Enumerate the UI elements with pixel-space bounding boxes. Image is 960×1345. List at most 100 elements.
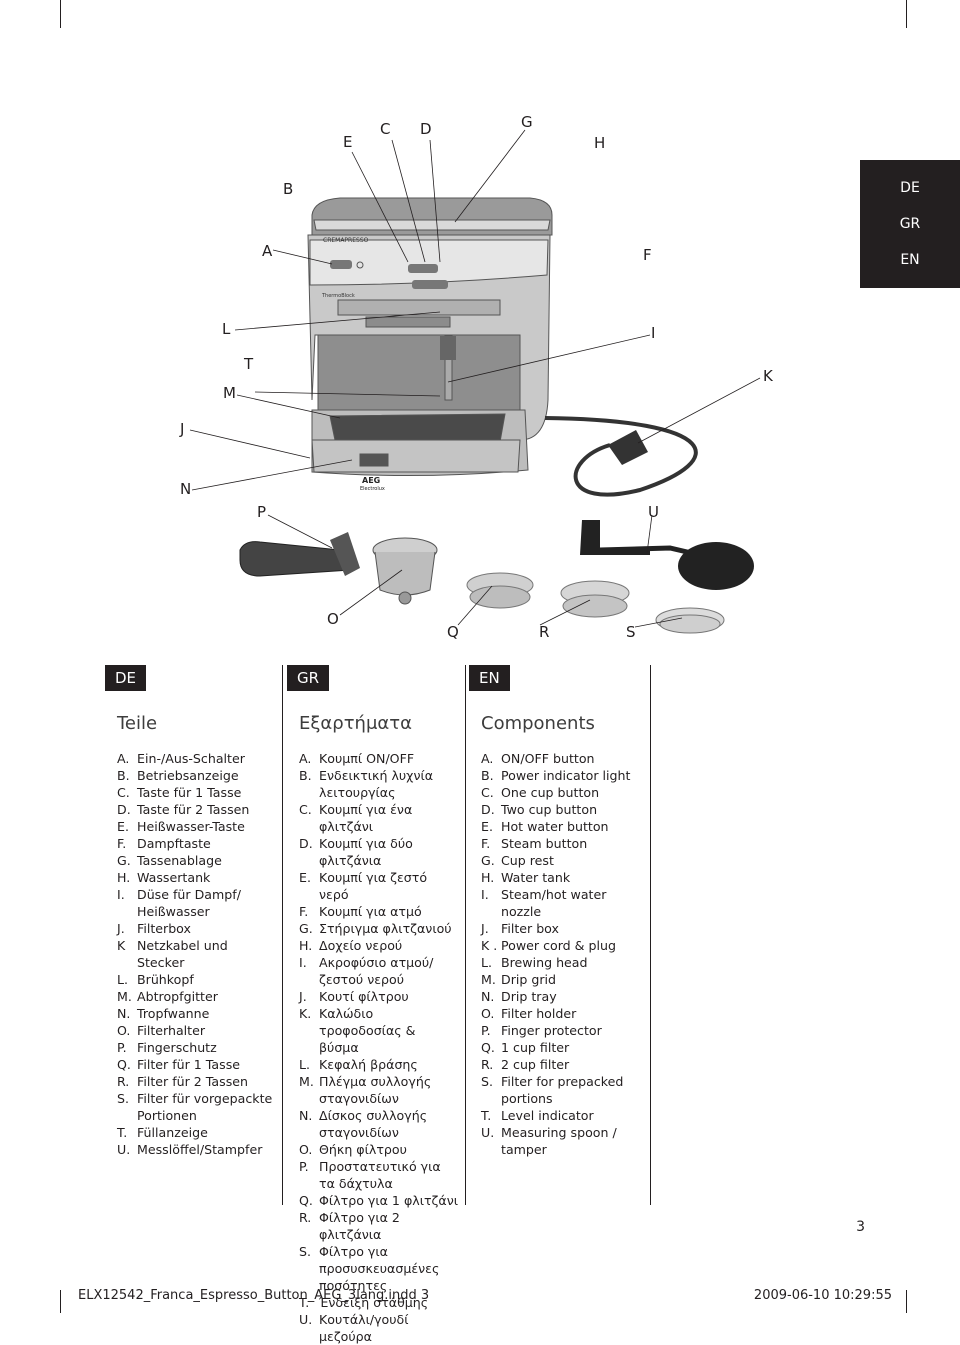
list-item: M.Πλέγμα συλλογής σταγονιδίων: [299, 1073, 459, 1107]
list-item: O.Θήκη φίλτρου: [299, 1141, 459, 1158]
list-item: N.Δίσκος συλλογής σταγονιδίων: [299, 1107, 459, 1141]
column-de: DE Teile A.Ein-/Aus-Schalter B.Betriebsa…: [105, 665, 275, 1158]
machine-logo-sub: Electrolux: [360, 486, 385, 492]
list-item: L.Κεφαλή βράσης: [299, 1056, 459, 1073]
list-item: R.2 cup filter: [481, 1056, 649, 1073]
machine-illustration: [0, 100, 960, 660]
column-en: EN Components A.ON/OFF button B.Power in…: [469, 665, 649, 1158]
callout-p: P: [257, 503, 266, 521]
column-gr: GR Εξαρτήματα A.Κουμπί ON/OFF B.Ενδεικτι…: [287, 665, 459, 1345]
list-item: E.Heißwasser-Taste: [117, 818, 275, 835]
filters: [467, 573, 724, 633]
column-header-gr: GR: [287, 665, 329, 691]
list-item: Q.1 cup filter: [481, 1039, 649, 1056]
list-item: T.Füllanzeige: [117, 1124, 275, 1141]
list-item: G.Cup rest: [481, 852, 649, 869]
column-title-gr: Εξαρτήματα: [299, 713, 459, 734]
crop-mark-bottom-right: [906, 1290, 907, 1313]
list-item: B.Ενδεικτική λυχνία λειτουργίας: [299, 767, 459, 801]
list-item: I.Düse für Dampf/ Heißwasser: [117, 886, 275, 920]
list-item: G.Tassenablage: [117, 852, 275, 869]
list-item: F.Steam button: [481, 835, 649, 852]
column-header-de: DE: [105, 665, 146, 691]
list-item: A.Ein-/Aus-Schalter: [117, 750, 275, 767]
callout-g: G: [521, 113, 533, 131]
callout-o: O: [327, 610, 339, 628]
callout-e: E: [343, 133, 352, 151]
list-item: Q.Φίλτρο για 1 φλιτζάνι: [299, 1192, 459, 1209]
list-item: J.Κουτί φίλτρου: [299, 988, 459, 1005]
list-item: F.Κουμπί για ατμό: [299, 903, 459, 920]
column-title-de: Teile: [117, 713, 275, 734]
callout-l: L: [222, 320, 230, 338]
list-item: S.Φίλτρο για προσυσκευασμένες ποσότητες: [299, 1243, 459, 1294]
callout-q: Q: [447, 623, 459, 641]
callout-n: N: [180, 480, 191, 498]
components-list-gr: A.Κουμπί ON/OFF B.Ενδεικτική λυχνία λειτ…: [299, 750, 459, 1345]
callout-c: C: [380, 120, 390, 138]
list-item: C.Taste für 1 Tasse: [117, 784, 275, 801]
callout-h: H: [594, 134, 605, 152]
callout-r: R: [539, 623, 549, 641]
list-item: J.Filter box: [481, 920, 649, 937]
list-item: O.Filter holder: [481, 1005, 649, 1022]
list-item: N.Drip tray: [481, 988, 649, 1005]
list-item: U.Measuring spoon / tamper: [481, 1124, 649, 1158]
list-item: Q.Filter für 1 Tasse: [117, 1056, 275, 1073]
column-divider-1: [282, 665, 283, 1205]
list-item: A.Κουμπί ON/OFF: [299, 750, 459, 767]
list-item: K.Καλώδιο τροφοδοσίας & βύσμα: [299, 1005, 459, 1056]
list-item: D.Κουμπί για δύο φλιτζάνια: [299, 835, 459, 869]
machine-brand-text: CREMAPRESSO: [323, 237, 368, 244]
list-item: T.Level indicator: [481, 1107, 649, 1124]
column-title-en: Components: [481, 713, 649, 734]
list-item: S.Filter für vorgepackte Portionen: [117, 1090, 275, 1124]
list-item: K .Power cord & plug: [481, 937, 649, 954]
list-item: U.Κουτάλι/γουδί μεζούρα: [299, 1311, 459, 1345]
list-item: H.Water tank: [481, 869, 649, 886]
list-item: N.Tropfwanne: [117, 1005, 275, 1022]
callout-b: B: [283, 180, 293, 198]
callout-m: M: [223, 384, 236, 402]
list-item: E.Hot water button: [481, 818, 649, 835]
list-item: L.Brühkopf: [117, 971, 275, 988]
column-divider-2: [465, 665, 466, 1205]
callout-u: U: [648, 503, 659, 521]
list-item: G.Στήριγμα φλιτζανιού: [299, 920, 459, 937]
column-divider-3: [650, 665, 651, 1205]
callout-a: A: [262, 242, 272, 260]
page-number: 3: [856, 1219, 865, 1235]
onoff-button-shape: [330, 260, 352, 269]
list-item: P.Προστατευτικό για τα δάχτυλα: [299, 1158, 459, 1192]
callout-j: J: [180, 420, 184, 438]
list-item: D.Two cup button: [481, 801, 649, 818]
list-item: L.Brewing head: [481, 954, 649, 971]
list-item: C.One cup button: [481, 784, 649, 801]
espresso-machine-diagram: E C D G H B A F L I T K M J N P U O Q R …: [0, 100, 960, 660]
list-item: I.Steam/hot water nozzle: [481, 886, 649, 920]
list-item: E.Κουμπί για ζεστό νερό: [299, 869, 459, 903]
list-item: B.Betriebsanzeige: [117, 767, 275, 784]
list-item: R.Φίλτρο για 2 φλιτζάνια: [299, 1209, 459, 1243]
list-item: O.Filterhalter: [117, 1022, 275, 1039]
list-item: B.Power indicator light: [481, 767, 649, 784]
crop-mark-top-left: [60, 0, 61, 28]
components-list-en: A.ON/OFF button B.Power indicator light …: [481, 750, 649, 1158]
callout-d: D: [420, 120, 432, 138]
components-list-de: A.Ein-/Aus-Schalter B.Betriebsanzeige C.…: [117, 750, 275, 1158]
list-item: U.Messlöffel/Stampfer: [117, 1141, 275, 1158]
list-item: M.Abtropfgitter: [117, 988, 275, 1005]
list-item: C.Κουμπί για ένα φλιτζάνι: [299, 801, 459, 835]
machine-logo: AEG: [362, 476, 380, 485]
list-item: S.Filter for prepacked portions: [481, 1073, 649, 1107]
footer-file: ELX12542_Franca_Espresso_Button_AEG_3lan…: [78, 1288, 429, 1303]
callout-t: T: [244, 355, 253, 373]
list-item: R.Filter für 2 Tassen: [117, 1073, 275, 1090]
list-item: J.Filterbox: [117, 920, 275, 937]
callout-k: K: [763, 367, 773, 385]
column-header-en: EN: [469, 665, 510, 691]
callout-i: I: [651, 324, 655, 342]
list-item: D.Taste für 2 Tassen: [117, 801, 275, 818]
list-item: P.Finger protector: [481, 1022, 649, 1039]
